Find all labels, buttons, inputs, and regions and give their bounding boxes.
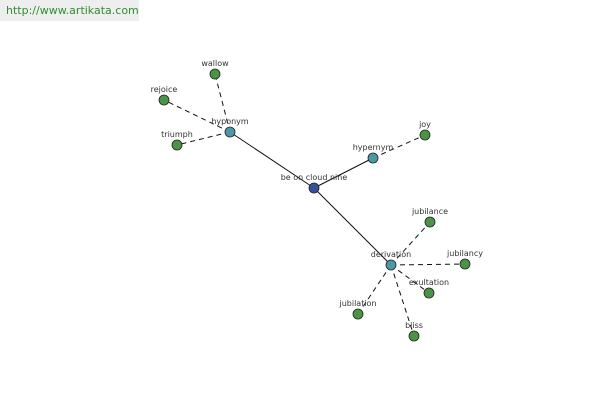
- relation-derivation-node[interactable]: [385, 259, 397, 271]
- word-joy-label[interactable]: joy: [418, 120, 431, 129]
- word-jubilancy-node[interactable]: [459, 258, 471, 270]
- word-triumph-node[interactable]: [171, 139, 183, 151]
- word-jubilation-label[interactable]: jubilation: [338, 299, 376, 308]
- edge-derivation-exultation: [390, 264, 430, 294]
- edge-derivation-jubilation: [357, 264, 392, 315]
- labels-layer: be on cloud nine hyponym wallow rejoice triu…: [151, 59, 484, 330]
- word-bliss-node[interactable]: [408, 330, 420, 342]
- word-jubilancy-label[interactable]: jubilancy: [446, 249, 483, 258]
- edge-hyponym-wallow: [214, 73, 231, 133]
- edge-hyponym-rejoice: [163, 99, 231, 133]
- edge-hypernym-joy: [372, 134, 426, 159]
- center-be-on-cloud-nine-label[interactable]: be on cloud nine: [281, 173, 348, 182]
- word-jubilance-label[interactable]: jubilance: [411, 207, 448, 216]
- relation-hyponym-label[interactable]: hyponym: [211, 117, 249, 126]
- word-wallow-node[interactable]: [209, 68, 221, 80]
- center-be-on-cloud-nine-node[interactable]: [308, 182, 320, 194]
- source-banner: http://www.artikata.com: [0, 0, 139, 21]
- word-exultation-node[interactable]: [423, 287, 435, 299]
- edges-layer: [163, 73, 466, 337]
- relation-hyponym-node[interactable]: [224, 126, 236, 138]
- edge-derivation-bliss: [390, 264, 415, 337]
- word-jubilance-node[interactable]: [424, 216, 436, 228]
- word-exultation-label[interactable]: exultation: [409, 278, 449, 287]
- relation-derivation-label[interactable]: derivation: [371, 250, 411, 259]
- relation-hypernym-node[interactable]: [367, 152, 379, 164]
- word-joy-node[interactable]: [419, 129, 431, 141]
- edge-derivation-jubilancy: [390, 263, 466, 266]
- edge-derivation-jubilance: [390, 221, 431, 266]
- edge-center-hyponym: [229, 131, 315, 189]
- word-bliss-label[interactable]: bliss: [405, 321, 423, 330]
- word-triumph-label[interactable]: triumph: [161, 130, 193, 139]
- edge-center-derivation: [313, 187, 392, 266]
- edge-center-hypernym: [313, 157, 374, 189]
- word-wallow-label[interactable]: wallow: [201, 59, 229, 68]
- word-rejoice-node[interactable]: [158, 94, 170, 106]
- relation-hypernym-label[interactable]: hypernym: [353, 143, 394, 152]
- word-jubilation-node[interactable]: [352, 308, 364, 320]
- source-link[interactable]: http://www.artikata.com: [6, 4, 139, 17]
- word-rejoice-label[interactable]: rejoice: [151, 85, 178, 94]
- edge-hyponym-triumph: [176, 131, 231, 146]
- nodes-layer: [158, 68, 471, 342]
